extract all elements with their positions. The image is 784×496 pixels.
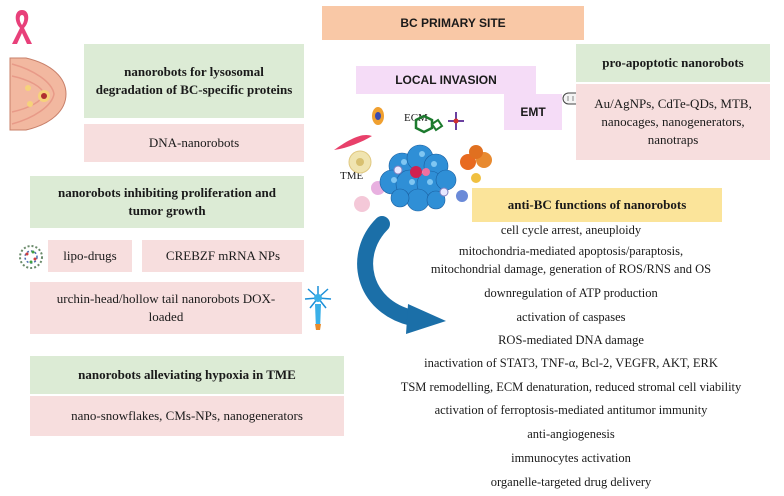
anti-bc-functions-title: anti-BC functions of nanorobots — [472, 188, 722, 222]
function-item: activation of caspases — [516, 310, 626, 324]
function-item: mitochondria-mediated apoptosis/paraptos… — [458, 244, 684, 258]
pink-ribbon-icon — [12, 10, 32, 44]
bc-primary-site-label: BC PRIMARY SITE — [400, 16, 506, 30]
lysosomal-degradation-title: nanorobots for lysosomal degradation of … — [84, 44, 304, 118]
tumor-cluster-icon — [334, 107, 492, 212]
function-item: ROS-mediated DNA damage — [498, 333, 644, 347]
pro-apoptotic-items-box: Au/AgNPs, CdTe-QDs, MTB, nanocages, nano… — [576, 84, 770, 160]
function-item: TSM remodelling, ECM denaturation, reduc… — [400, 380, 742, 394]
breast-tissue-icon — [9, 57, 67, 131]
emt-label: EMT — [504, 94, 562, 130]
function-item: anti-angiogenesis — [527, 427, 615, 441]
function-item: cell cycle arrest, aneuploidy — [500, 223, 642, 237]
function-item: organelle-targeted drug delivery — [490, 475, 652, 489]
urchin-nanorobots-box: urchin-head/hollow tail nanorobots DOX-l… — [30, 282, 302, 334]
proliferation-title: nanorobots inhibiting proliferation and … — [30, 176, 304, 228]
function-item: immunocytes activation — [511, 451, 631, 465]
ecm-label: ECM — [404, 112, 428, 124]
urchin-nanorobot-icon — [304, 286, 332, 330]
nanoparticle-icon — [19, 245, 43, 269]
function-item: mitochondrial damage, generation of ROS/… — [430, 262, 712, 276]
function-item: downregulation of ATP production — [484, 286, 658, 300]
hypoxia-title: nanorobots alleviating hypoxia in TME — [30, 356, 344, 394]
function-item: activation of ferroptosis-mediated antit… — [434, 403, 708, 417]
function-item: inactivation of STAT3, TNF-α, Bcl-2, VEG… — [424, 356, 718, 370]
lipo-drugs-box: lipo-drugs — [48, 240, 132, 272]
pro-apoptotic-title: pro-apoptotic nanorobots — [576, 44, 770, 82]
local-invasion-label: LOCAL INVASION — [356, 66, 536, 94]
dna-nanorobots-box: DNA-nanorobots — [84, 124, 304, 162]
crebzf-mrna-nps-box: CREBZF mRNA NPs — [142, 240, 304, 272]
bc-primary-site-box: BC PRIMARY SITE — [322, 6, 584, 40]
hypoxia-items-box: nano-snowflakes, CMs-NPs, nanogenerators — [30, 396, 344, 436]
